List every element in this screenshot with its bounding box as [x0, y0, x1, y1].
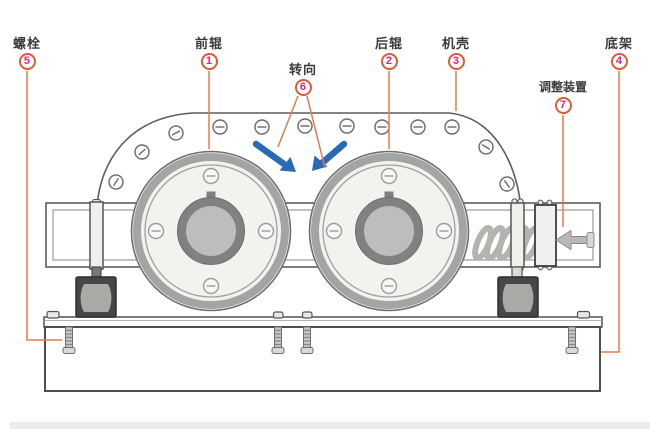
callout-number-2: 2 — [380, 53, 398, 70]
roller-shaft — [186, 206, 236, 256]
label-casing: 机壳 3 — [442, 36, 470, 70]
anchor-bolt — [300, 326, 314, 354]
keyway — [206, 191, 216, 201]
label-base-frame-text: 底架 — [604, 36, 634, 51]
leader-rotation-b — [306, 95, 326, 169]
callout-number-5: 5 — [18, 53, 36, 70]
direction-arrowhead-right — [312, 155, 328, 171]
label-front-roller-text: 前辊 — [194, 36, 224, 51]
keyway — [384, 191, 394, 201]
leader-base-frame — [601, 71, 620, 353]
anchor-bolt — [271, 326, 285, 354]
leader-rotation-a — [277, 95, 299, 148]
label-rear-roller-text: 后辊 — [374, 36, 404, 51]
bearing-pedestal-left — [75, 276, 117, 318]
base-plate — [43, 316, 603, 328]
slide-plate-left — [89, 199, 104, 270]
label-rotation-direction-text: 转向 — [288, 62, 318, 77]
base-plate-caps — [46, 310, 591, 319]
leader-lines — [26, 71, 620, 353]
callout-number-3: 3 — [447, 53, 465, 70]
label-casing-text: 机壳 — [441, 36, 471, 51]
adjustment-plate — [534, 199, 557, 271]
direction-arrow-right — [318, 140, 348, 167]
callout-number-1: 1 — [200, 53, 218, 70]
bottom-strip — [10, 422, 650, 429]
direction-arrow-left — [252, 140, 288, 168]
label-rear-roller: 后辊 2 — [375, 36, 403, 70]
direction-arrows — [252, 140, 348, 172]
pedestal-connector-right — [511, 266, 523, 278]
label-front-roller: 前辊 1 — [195, 36, 223, 70]
direction-arrowhead-left — [279, 157, 296, 172]
rear-roller — [308, 150, 470, 312]
anchor-bolt — [565, 326, 579, 354]
label-bolt-text: 螺栓 — [12, 36, 42, 51]
label-rotation-direction: 转向 6 — [289, 62, 317, 96]
casing-bolts — [108, 118, 515, 192]
anchor-bolt — [62, 326, 76, 354]
adjusting-screw — [555, 229, 595, 251]
label-adjustment-device: 调整装置 7 — [539, 80, 587, 114]
callout-number-7: 7 — [554, 97, 572, 114]
pedestal-connector-left — [91, 266, 102, 278]
front-roller — [130, 150, 292, 312]
callout-number-4: 4 — [610, 53, 628, 70]
roller-shaft — [364, 206, 414, 256]
anchor-bolts — [62, 326, 579, 354]
callout-number-6: 6 — [294, 79, 312, 96]
label-adjustment-device-text: 调整装置 — [538, 80, 588, 94]
leader-bolt — [26, 71, 62, 341]
bearing-pedestal-right — [497, 276, 539, 318]
roller-face-screws — [147, 167, 275, 295]
roller-face-screws — [325, 167, 453, 295]
slide-plate-right — [510, 198, 525, 272]
base-frame-body — [44, 326, 601, 392]
label-bolt: 螺栓 5 — [13, 36, 41, 70]
label-base-frame: 底架 4 — [605, 36, 633, 70]
